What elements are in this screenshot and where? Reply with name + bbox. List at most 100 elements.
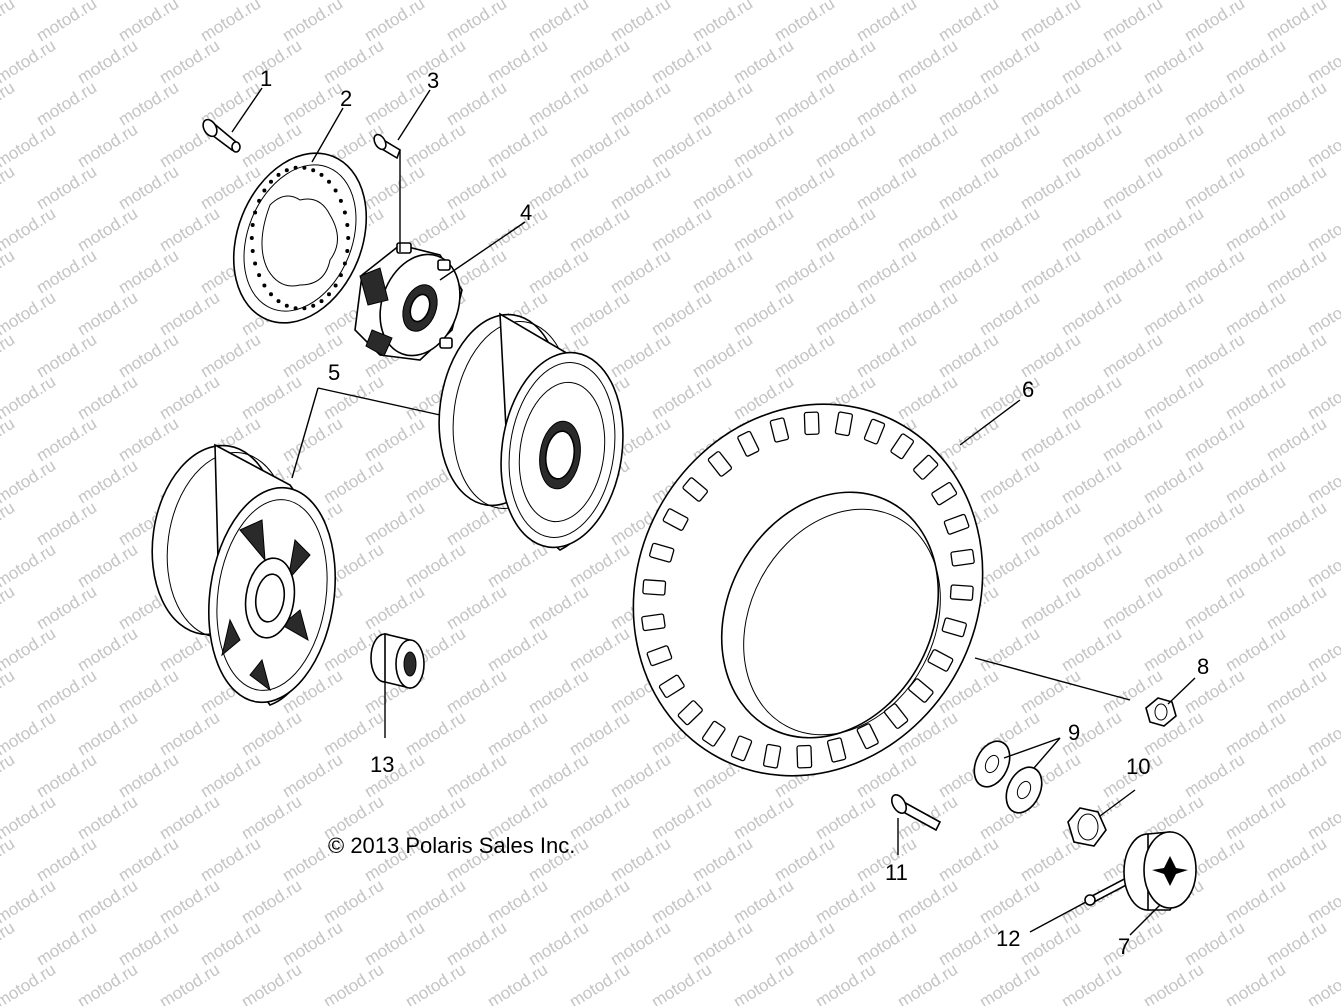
watermark-text: motod.ru: [74, 204, 141, 256]
watermark-text: motod.ru: [33, 666, 100, 718]
callout-2: 2: [340, 86, 352, 111]
watermark-text: motod.ru: [74, 960, 141, 1006]
watermark-text: motod.ru: [1181, 78, 1248, 130]
tire-lug: [707, 451, 733, 477]
watermark-text: motod.ru: [853, 330, 920, 382]
tire-lug: [908, 678, 934, 703]
watermark-text: motod.ru: [0, 1002, 18, 1006]
watermark-text: motod.ru: [33, 162, 100, 214]
watermark-text: motod.ru: [1058, 372, 1125, 424]
tire-lug: [931, 482, 958, 506]
callout-12: 12: [996, 926, 1020, 951]
callout-6: 6: [1022, 377, 1034, 402]
watermark-text: motod.ru: [525, 750, 592, 802]
watermark-text: motod.ru: [525, 666, 592, 718]
watermark-text: motod.ru: [402, 708, 469, 760]
castle-nut-10: [1067, 807, 1107, 847]
brake-disc: [232, 152, 368, 324]
watermark-text: motod.ru: [1222, 204, 1289, 256]
watermark-text: motod.ru: [238, 792, 305, 844]
disc-hole: [262, 188, 267, 193]
watermark-text: motod.ru: [484, 204, 551, 256]
watermark-text: motod.ru: [648, 36, 715, 88]
watermark-text: motod.ru: [812, 36, 879, 88]
watermark-text: motod.ru: [894, 204, 961, 256]
watermark-text: motod.ru: [771, 918, 838, 970]
disc-hole: [253, 261, 258, 266]
watermark-text: motod.ru: [730, 204, 797, 256]
callout-5: 5: [328, 360, 340, 385]
watermark-text: motod.ru: [33, 582, 100, 634]
watermark-text: motod.ru: [1181, 666, 1248, 718]
watermark-text: motod.ru: [730, 120, 797, 172]
disc-hole: [319, 299, 324, 304]
watermark-text: motod.ru: [0, 330, 18, 382]
watermark-text: motod.ru: [525, 918, 592, 970]
watermark-text: motod.ru: [1263, 666, 1330, 718]
watermark-text: motod.ru: [894, 120, 961, 172]
watermark-text: motod.ru: [156, 204, 223, 256]
watermark-text: motod.ru: [1263, 162, 1330, 214]
watermark-text: motod.ru: [74, 708, 141, 760]
disc-hole: [276, 299, 281, 304]
watermark-text: motod.ru: [361, 1002, 428, 1006]
watermark-text: motod.ru: [0, 0, 18, 45]
tire-lug: [826, 737, 847, 763]
watermark-text: motod.ru: [1017, 666, 1084, 718]
watermark-text: motod.ru: [74, 624, 141, 676]
watermark-text: motod.ru: [1304, 792, 1341, 844]
watermark-text: motod.ru: [730, 792, 797, 844]
watermark-text: motod.ru: [1304, 960, 1341, 1006]
watermark-text: motod.ru: [1017, 78, 1084, 130]
watermark-text: motod.ru: [566, 288, 633, 340]
disc-hole: [257, 198, 262, 203]
tire-lug: [649, 542, 675, 563]
tire-lug: [834, 411, 854, 437]
watermark-text: motod.ru: [74, 876, 141, 928]
watermark-text: motod.ru: [730, 876, 797, 928]
watermark-text: motod.ru: [361, 582, 428, 634]
watermark-text: motod.ru: [361, 78, 428, 130]
watermark-text: motod.ru: [976, 204, 1043, 256]
watermark-text: motod.ru: [607, 246, 674, 298]
watermark-text: motod.ru: [0, 582, 18, 634]
watermark-text: motod.ru: [1304, 876, 1341, 928]
watermark-text: motod.ru: [197, 1002, 264, 1006]
watermark-text: motod.ru: [115, 750, 182, 802]
watermark-text: motod.ru: [1099, 1002, 1166, 1006]
watermark-text: motod.ru: [689, 918, 756, 970]
disc-hole: [257, 273, 262, 278]
watermark-text: motod.ru: [566, 204, 633, 256]
watermark-text: motod.ru: [320, 876, 387, 928]
tire-lug: [769, 417, 790, 443]
watermark-text: motod.ru: [894, 960, 961, 1006]
watermark-text: motod.ru: [771, 78, 838, 130]
watermark-text: motod.ru: [115, 666, 182, 718]
watermark-text: motod.ru: [115, 162, 182, 214]
disc-hole: [319, 172, 324, 177]
bolt-11: [890, 794, 942, 832]
tire: [632, 403, 984, 777]
hub-cap-7: [1123, 831, 1197, 911]
pin-1: [202, 118, 241, 153]
watermark-text: motod.ru: [853, 78, 920, 130]
watermark-text: motod.ru: [1263, 78, 1330, 130]
watermark-text: motod.ru: [1017, 498, 1084, 550]
center-cap-13: [370, 632, 425, 690]
watermark-text: motod.ru: [0, 246, 18, 298]
watermark-text: motod.ru: [1304, 288, 1341, 340]
watermark-text: motod.ru: [525, 78, 592, 130]
watermark-text: motod.ru: [1058, 624, 1125, 676]
watermark-text: motod.ru: [1058, 960, 1125, 1006]
watermark-text: motod.ru: [525, 246, 592, 298]
callout-9: 9: [1068, 720, 1080, 745]
watermark-text: motod.ru: [771, 330, 838, 382]
watermark-text: motod.ru: [1181, 750, 1248, 802]
watermark-text: motod.ru: [197, 834, 264, 886]
watermark-text: motod.ru: [607, 78, 674, 130]
tire-lug: [943, 513, 970, 535]
tire-lug: [863, 418, 886, 445]
watermark-text: motod.ru: [402, 540, 469, 592]
watermark-text: motod.ru: [976, 120, 1043, 172]
